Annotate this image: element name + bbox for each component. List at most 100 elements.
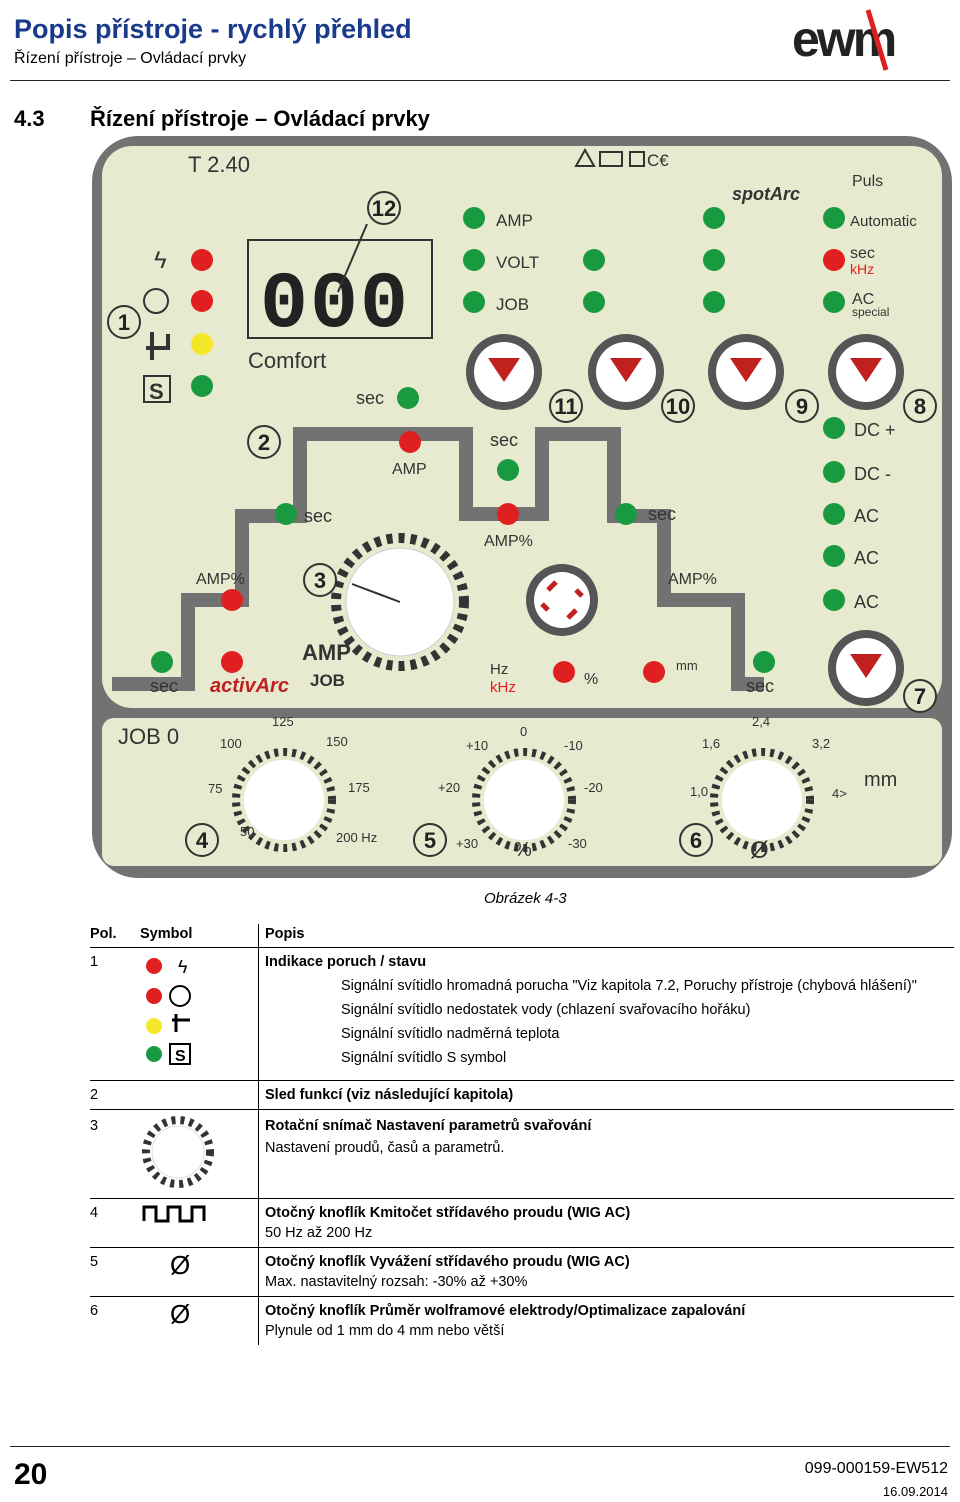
svg-text:Automatic: Automatic xyxy=(850,213,917,230)
svg-text:S: S xyxy=(175,1048,186,1065)
document-number: 099-000159-EW512 xyxy=(804,1460,948,1477)
svg-text:JOB: JOB xyxy=(496,295,529,314)
control-panel-figure: T 2.40 C€ 000 Comfort ϟ S AMP VOLT JOB s… xyxy=(92,136,952,878)
svg-text:special: special xyxy=(852,305,889,319)
row-pos: 2 xyxy=(90,1080,140,1110)
svg-text:3: 3 xyxy=(314,568,326,593)
svg-text:Puls: Puls xyxy=(852,173,883,190)
svg-text:4>: 4> xyxy=(832,786,847,801)
svg-text:1,0: 1,0 xyxy=(690,784,708,799)
svg-text:3,2: 3,2 xyxy=(812,736,830,751)
row-pos: 4 xyxy=(90,1198,140,1248)
legend-table: Pol. Symbol Popis 1 ϟ S Indikace poruch … xyxy=(90,924,954,1345)
page-header-title: Popis přístroje - rychlý přehled xyxy=(14,14,412,44)
safety-symbols-icon: C€ xyxy=(574,147,669,170)
svg-text:sec: sec xyxy=(746,676,774,696)
svg-text:JOB: JOB xyxy=(310,671,345,690)
push-buttons xyxy=(466,334,904,706)
svg-text:VOLT: VOLT xyxy=(496,253,539,272)
svg-text:ϟ: ϟ xyxy=(178,957,188,977)
svg-text:+10: +10 xyxy=(466,738,488,753)
item-text: Signální svítidlo nadměrná teplota xyxy=(341,1026,560,1042)
svg-text:4: 4 xyxy=(196,828,209,853)
item-text: Signální svítidlo S symbol xyxy=(341,1050,507,1066)
svg-text:+30: +30 xyxy=(456,836,478,851)
svg-text:175: 175 xyxy=(348,780,370,795)
row-text: 50 Hz až 200 Hz xyxy=(265,1225,373,1241)
svg-text:sec: sec xyxy=(490,430,518,450)
svg-text:AMP: AMP xyxy=(302,640,351,665)
svg-text:sec: sec xyxy=(356,388,384,408)
svg-text:Hz: Hz xyxy=(490,661,508,678)
svg-text:AC: AC xyxy=(854,548,879,568)
svg-text:mm: mm xyxy=(676,658,698,673)
svg-text:100: 100 xyxy=(220,736,242,751)
svg-text:1,6: 1,6 xyxy=(702,736,720,751)
header-desc: Popis xyxy=(258,924,954,948)
error-lamps: ϟ S xyxy=(143,247,213,404)
polarity-lamps: DC + DC - AC AC AC xyxy=(823,417,896,612)
svg-text:125: 125 xyxy=(272,714,294,729)
figure-caption: Obrázek 4-3 xyxy=(484,890,567,907)
svg-text:activArc: activArc xyxy=(210,675,289,697)
comfort-label: Comfort xyxy=(248,348,326,373)
svg-text:sec: sec xyxy=(304,506,332,526)
svg-text:AC: AC xyxy=(854,592,879,612)
header-symbol: Symbol xyxy=(140,924,259,948)
row-text: Nastavení proudů, časů a parametrů. xyxy=(265,1140,505,1156)
footer-divider xyxy=(10,1446,950,1447)
svg-text:%: % xyxy=(584,671,598,688)
document-date: 16.09.2014 xyxy=(882,1484,948,1499)
svg-text:5: 5 xyxy=(424,828,436,853)
row-text: Plynule od 1 mm do 4 mm nebo větší xyxy=(265,1323,505,1339)
svg-text:Ø: Ø xyxy=(750,837,769,864)
svg-text:AMP: AMP xyxy=(496,211,533,230)
svg-text:AC: AC xyxy=(854,506,879,526)
item-text: Signální svítidlo hromadná porucha "Viz … xyxy=(341,978,917,994)
svg-text:2: 2 xyxy=(258,430,270,455)
svg-text:-30: -30 xyxy=(568,836,587,851)
svg-text:AMP%: AMP% xyxy=(196,571,245,588)
knob-5-balance: +30 +20 +10 0 -10 -20 -30 % xyxy=(438,724,603,861)
section-number: 4.3 xyxy=(14,106,45,131)
svg-text:11: 11 xyxy=(554,394,577,419)
svg-text:9: 9 xyxy=(796,394,808,419)
row-title: Rotační snímač Nastavení parametrů svařo… xyxy=(265,1118,592,1134)
callout-markers: 1 2 3 4 5 6 7 8 9 10 11 12 xyxy=(107,191,937,857)
row-title: Otočný knoflík Průměr wolframové elektro… xyxy=(265,1303,746,1319)
svg-text:-20: -20 xyxy=(584,780,603,795)
svg-text:-10: -10 xyxy=(564,738,583,753)
section-heading: 4.3 Řízení přístroje – Ovládací prvky xyxy=(14,106,430,132)
svg-text:sec: sec xyxy=(150,676,178,696)
svg-text:0: 0 xyxy=(520,724,527,739)
svg-text:150: 150 xyxy=(326,734,348,749)
row-pos: 1 xyxy=(90,947,140,1081)
encoder-icon xyxy=(142,1116,214,1188)
svg-text:7: 7 xyxy=(914,684,926,709)
table-row: 1 ϟ S Indikace poruch / stavu Signální s… xyxy=(90,947,954,1081)
svg-text:AC: AC xyxy=(852,291,874,308)
table-row: 3 Rotační snímač Nastavení parametrů sva… xyxy=(90,1109,954,1199)
svg-text:10: 10 xyxy=(666,394,690,419)
section-title: Řízení přístroje – Ovládací prvky xyxy=(90,106,430,131)
svg-text:2,4: 2,4 xyxy=(752,714,770,729)
table-row: 6 Ø Otočný knoflík Průměr wolframové ele… xyxy=(90,1296,954,1345)
mode-select-button xyxy=(526,564,598,636)
model-label: T 2.40 xyxy=(188,152,250,177)
item-text: Signální svítidlo nedostatek vody (chlaz… xyxy=(341,1002,751,1018)
row-text: Max. nastavitelný rozsah: -30% až +30% xyxy=(265,1274,528,1290)
svg-text:C€: C€ xyxy=(647,151,669,170)
svg-text:kHz: kHz xyxy=(490,679,516,696)
svg-text:6: 6 xyxy=(690,828,702,853)
knob-6-electrode-diameter: 1,0 1,6 2,4 3,2 4> mm Ø xyxy=(690,714,897,864)
error-symbols-icon: ϟ S xyxy=(146,957,191,1065)
svg-text:kHz: kHz xyxy=(850,261,874,277)
svg-text:sec: sec xyxy=(850,245,875,262)
svg-text:75: 75 xyxy=(208,781,222,796)
svg-text:DC -: DC - xyxy=(854,464,891,484)
svg-text:200 Hz: 200 Hz xyxy=(336,830,377,845)
svg-text:ϟ: ϟ xyxy=(154,247,167,274)
digital-display: 000 xyxy=(260,260,410,351)
svg-text:AMP%: AMP% xyxy=(484,533,533,550)
diameter-icon: Ø xyxy=(170,1299,191,1329)
